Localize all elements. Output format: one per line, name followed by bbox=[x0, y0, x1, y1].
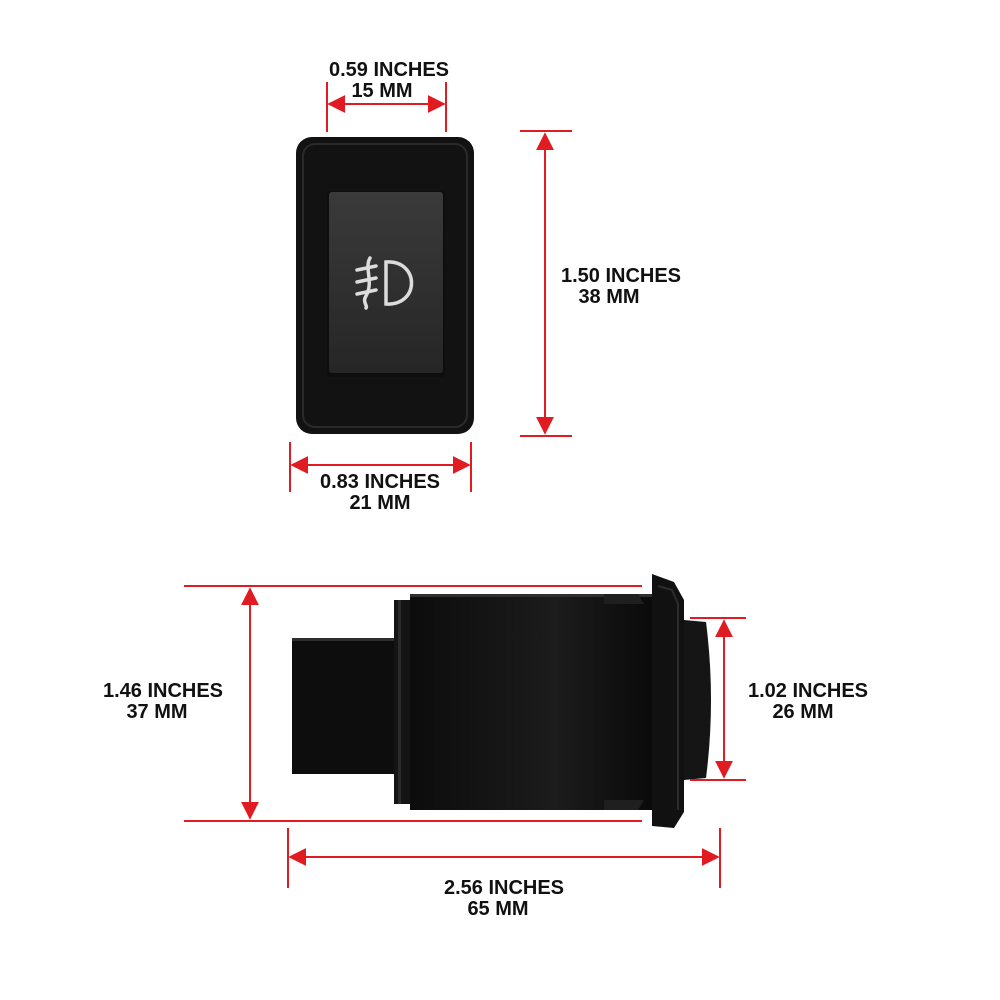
side-length-mm-label: 65 MM bbox=[467, 898, 528, 920]
side-top-latch bbox=[604, 594, 644, 604]
fog-light-beam bbox=[355, 276, 378, 284]
bezel-height-inches-label: 1.02 INCHES bbox=[748, 680, 868, 702]
side-height-mm-label: 37 MM bbox=[126, 701, 187, 723]
side-bottom-latch bbox=[604, 800, 644, 810]
dimension-labels: 0.59 INCHES 15 MM 1.50 INCHES 38 MM 0.83… bbox=[103, 59, 868, 920]
fog-light-lamp-shape bbox=[384, 260, 414, 306]
bezel-height-mm-label: 26 MM bbox=[772, 701, 833, 723]
side-terminal-highlight bbox=[292, 638, 396, 641]
side-length-inches-label: 2.56 INCHES bbox=[444, 877, 564, 899]
side-collar-edge bbox=[398, 600, 401, 804]
top-width-mm-label: 15 MM bbox=[351, 80, 412, 102]
side-bezel bbox=[652, 574, 684, 828]
front-height-inches-label: 1.50 INCHES bbox=[561, 265, 681, 287]
side-bezel-edge bbox=[657, 585, 679, 810]
side-height-inches-label: 1.46 INCHES bbox=[103, 680, 223, 702]
fog-light-wave bbox=[362, 256, 372, 310]
front-bezel-edge bbox=[302, 143, 468, 428]
dimension-lines bbox=[184, 82, 746, 888]
side-view-switch bbox=[292, 574, 711, 828]
side-housing-top-edge bbox=[410, 594, 652, 597]
top-width-inches-label: 0.59 INCHES bbox=[329, 59, 449, 81]
side-housing bbox=[410, 594, 652, 810]
fog-light-icon bbox=[355, 256, 414, 310]
side-rocker bbox=[684, 620, 711, 780]
front-width-inches-label: 0.83 INCHES bbox=[320, 471, 440, 493]
front-height-mm-label: 38 MM bbox=[578, 286, 639, 308]
front-view-switch bbox=[296, 137, 474, 434]
front-width-mm-label: 21 MM bbox=[349, 492, 410, 514]
side-terminal-block bbox=[292, 638, 396, 774]
